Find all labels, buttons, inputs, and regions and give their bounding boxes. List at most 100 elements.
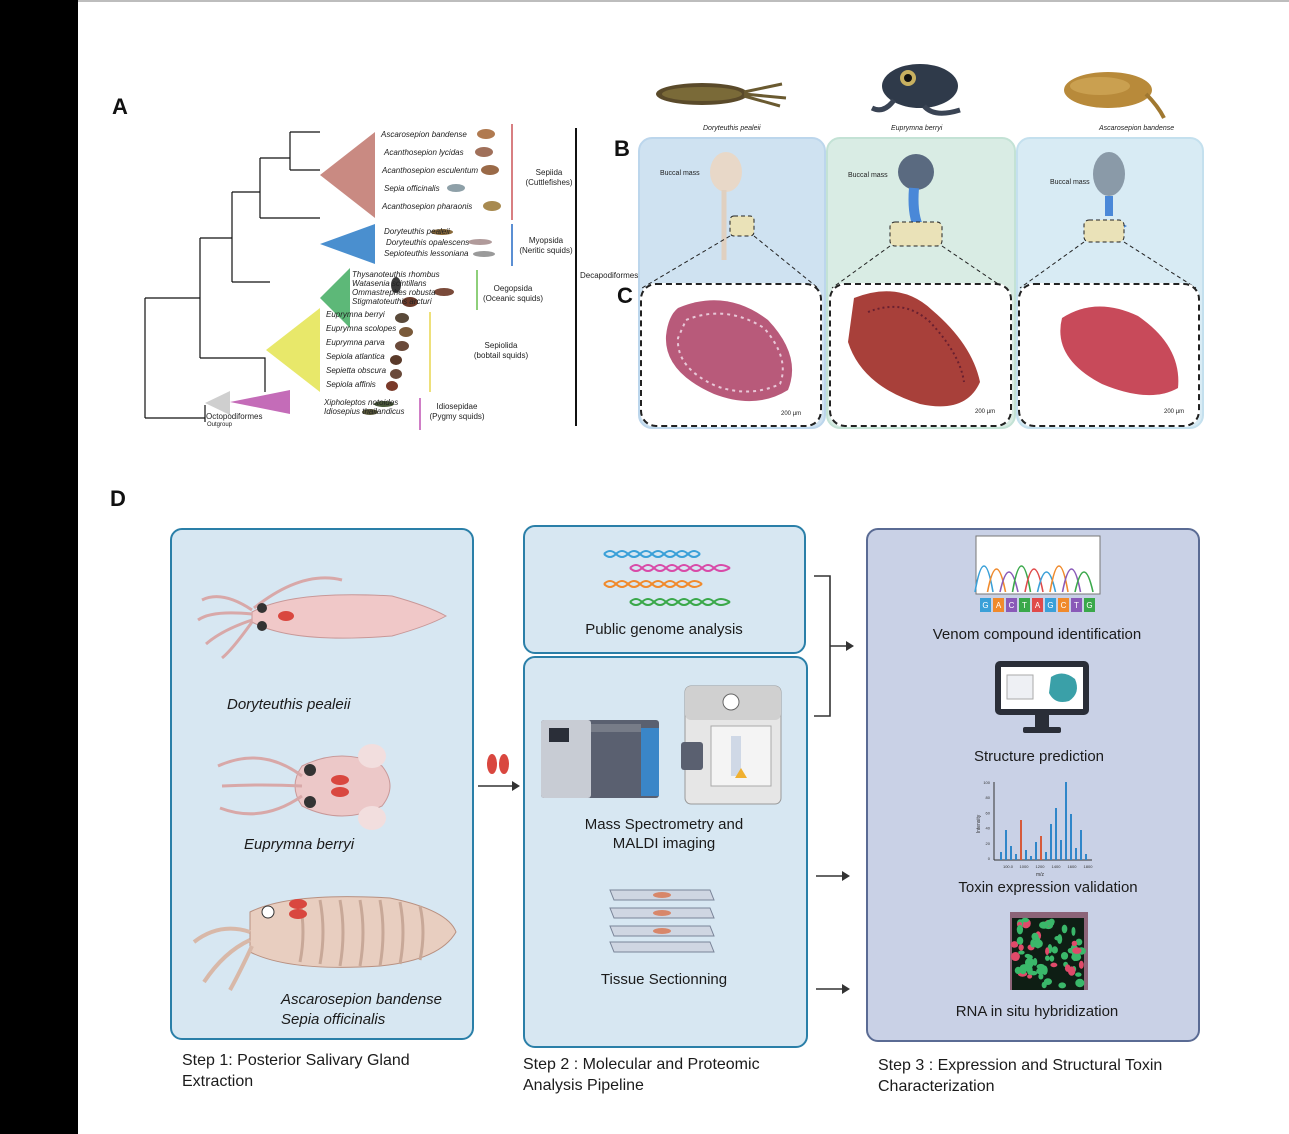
species-label: Euprymna scolopes — [326, 324, 397, 333]
mass-spectrometer-icon — [541, 720, 659, 798]
chromatogram-peak — [999, 571, 1019, 593]
species-label: Sepietta obscura — [326, 366, 387, 375]
ish-cell — [1061, 924, 1068, 934]
ms-xtick: 1600 — [1068, 864, 1078, 869]
computer-monitor-icon — [995, 661, 1089, 733]
group-label-octopodiformes: Octopodiformes — [206, 412, 263, 421]
ish-cell — [1026, 965, 1033, 976]
histology-section-1 — [665, 300, 793, 402]
ish-cell — [1047, 921, 1055, 927]
ish-cell — [1075, 972, 1082, 977]
species-label: Doryteuthis pealeii — [384, 227, 450, 236]
species-label: Idiosepius thailandicus — [324, 407, 405, 416]
group-label-oegopsida: Oegopsida (Oceanic squids) — [482, 284, 544, 303]
base-tile — [993, 598, 1004, 612]
panel-label-a: A — [112, 94, 128, 119]
group-label-sepiida: Sepiida (Cuttlefishes) — [525, 168, 573, 187]
ms-ytick: 80 — [986, 795, 991, 800]
ish-cell — [1010, 941, 1019, 948]
species-label: Euprymna berryi — [326, 310, 385, 319]
ms-ytick: 60 — [986, 810, 991, 815]
ms-peak — [1025, 850, 1027, 860]
callout-box-1 — [729, 215, 755, 237]
base-letter: G — [1047, 601, 1053, 610]
ms-peak — [1010, 846, 1012, 860]
tree-branch-idio — [200, 357, 266, 392]
ish-cell — [1075, 938, 1083, 946]
buccal-label-3: Buccal mass — [1050, 179, 1090, 186]
toxin-expression-label: Toxin expression validation — [958, 879, 1138, 896]
ish-cell — [1032, 957, 1038, 966]
dna-strands-icon — [603, 550, 731, 606]
species-thumbnails — [362, 129, 501, 415]
ish-cell — [1051, 946, 1058, 954]
base-letter: C — [1009, 601, 1015, 610]
ms-peak — [1070, 814, 1072, 860]
species-label: Doryteuthis opalescens — [386, 238, 470, 247]
base-letter: A — [1035, 601, 1041, 610]
squid-illustration-euprymna — [217, 744, 391, 830]
genome-analysis-label: Public genome analysis — [585, 621, 743, 638]
ish-cell — [1075, 978, 1085, 988]
species-label: Xipholeptos notoides — [324, 398, 399, 407]
ms-xtick: 100.0 — [1003, 864, 1014, 869]
step1-species-2: Euprymna berryi — [244, 836, 355, 853]
ish-cell — [1078, 960, 1084, 969]
ms-ytick: 20 — [986, 841, 991, 846]
ish-cell — [1058, 982, 1067, 989]
species-label: Thysanoteuthis rhombus — [352, 270, 440, 279]
ish-cell — [1060, 952, 1069, 960]
ms-peak — [1035, 842, 1037, 860]
step2-caption: Step 2 : Molecular and Proteomic Analysi… — [523, 1054, 760, 1096]
panel-label-b: B — [614, 136, 630, 161]
step3-caption: Step 3 : Expression and Structural Toxin… — [878, 1055, 1162, 1097]
chromatogram-peak — [1049, 565, 1069, 593]
group-label-sepiolida: Sepiolida (bobtail squids) — [473, 341, 529, 360]
step3-caption-line1: Step 3 : Expression and Structural Toxin — [878, 1057, 1163, 1074]
bracket — [814, 575, 831, 717]
ish-cell — [1024, 953, 1031, 958]
ms-ytick: 40 — [986, 826, 991, 831]
clade-triangle-myopsida — [320, 224, 375, 264]
species-caption-b2: Euprymna berryi — [891, 125, 943, 132]
ms-peak — [1085, 854, 1087, 860]
ms-peak — [1020, 820, 1022, 860]
phylogenetic-tree — [144, 124, 577, 430]
scale-bar-2: 200 µm — [975, 409, 996, 415]
ish-cell — [1050, 962, 1058, 968]
ms-peak — [1015, 854, 1017, 860]
tissue-sections-icon — [609, 889, 715, 953]
ish-cell — [1054, 935, 1061, 941]
ish-cell — [1045, 947, 1050, 956]
step3-caption-line2: Characterization — [878, 1078, 995, 1095]
base-tile — [1019, 598, 1030, 612]
species-label: Ommastrephes robusta — [352, 288, 436, 297]
species-label: Watasenia scintillans — [352, 279, 427, 288]
panel-label-c: C — [617, 283, 633, 308]
chromatogram-peak — [1024, 568, 1044, 593]
callout-box-2 — [889, 221, 943, 247]
clade-triangle-idiosepida — [230, 390, 290, 414]
group-label-decapodiformes: Decapodiformes — [580, 271, 639, 280]
ish-cell — [1067, 966, 1076, 976]
ish-cell — [1043, 978, 1052, 986]
clade-triangle-octopod — [205, 391, 230, 415]
callout-box-3 — [1083, 219, 1125, 243]
ish-cell — [1018, 950, 1025, 955]
ms-xtick: 1000 — [1020, 864, 1030, 869]
ms-peak — [1040, 836, 1042, 860]
clade-triangle-oegopsida — [320, 268, 350, 328]
ms-peak — [1050, 824, 1052, 860]
base-letter: T — [1022, 601, 1027, 610]
base-tile — [1058, 598, 1069, 612]
histology-section-2 — [848, 291, 980, 407]
base-letter: T — [1074, 601, 1079, 610]
ms-peak — [1045, 852, 1047, 860]
ish-cell — [1018, 944, 1024, 951]
ish-cell — [1072, 947, 1082, 954]
chromatogram-peak — [986, 568, 1007, 593]
mass-spec-label-line2: MALDI imaging — [612, 835, 716, 852]
ish-cell — [1049, 955, 1055, 962]
buccal-label-2: Buccal mass — [848, 172, 888, 179]
chromatogram-peak — [1074, 571, 1094, 593]
